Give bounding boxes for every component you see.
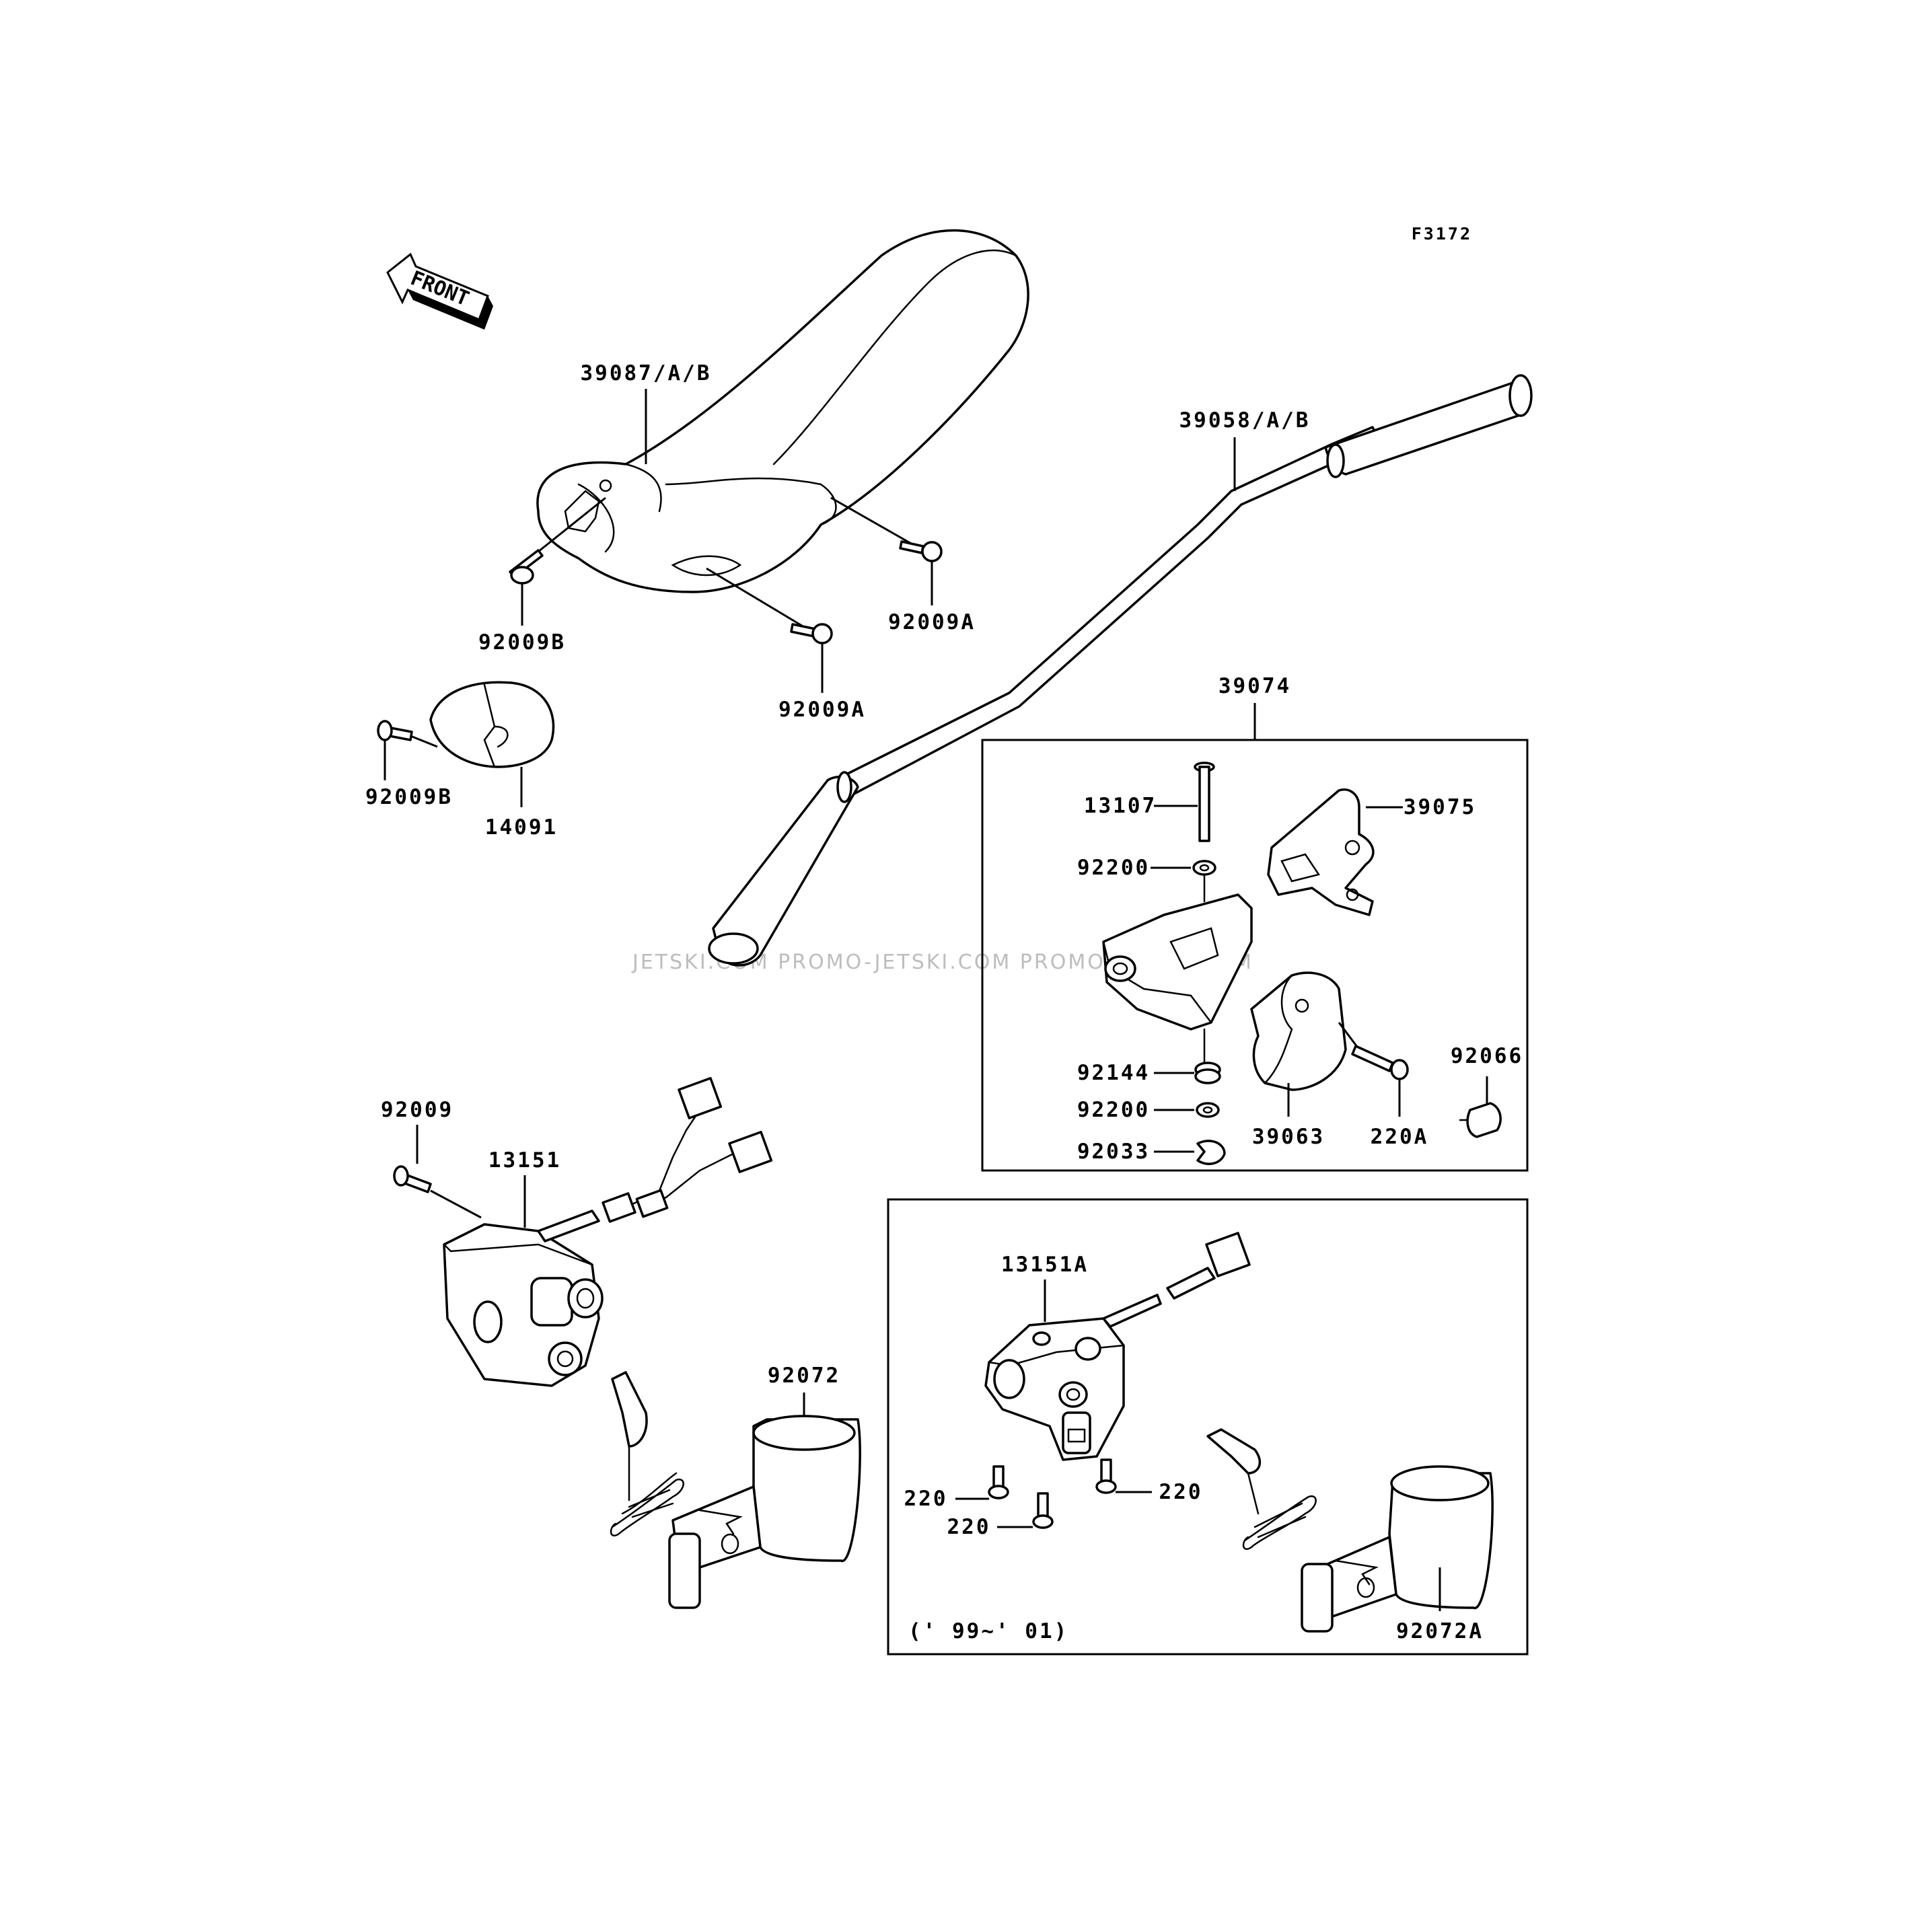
lanyard-92072A xyxy=(1206,1428,1494,1633)
label-92009A-right: 92009A xyxy=(888,610,976,634)
cap-92066 xyxy=(1459,1102,1502,1138)
label-92009A-bottom: 92009A xyxy=(778,698,866,722)
year-note: (' 99~' 01) xyxy=(908,1619,1068,1643)
screw-92009A-right xyxy=(830,496,943,562)
screw-92009B-top xyxy=(509,496,606,585)
label-92072A: 92072A xyxy=(1396,1619,1484,1643)
label-220-b: 220 xyxy=(947,1515,991,1539)
label-39074: 39074 xyxy=(1218,674,1291,698)
label-92144: 92144 xyxy=(1077,1061,1150,1085)
label-14091: 14091 xyxy=(485,815,558,840)
assembly-box-1999-2001 xyxy=(887,1198,1529,1656)
label-39058: 39058/A/B xyxy=(1179,408,1311,433)
screw-220-a xyxy=(988,1465,1009,1499)
screw-220-c xyxy=(1095,1458,1117,1494)
lever-bracket-39075 xyxy=(1267,788,1375,916)
screw-220A xyxy=(1338,1022,1409,1080)
lanyard-92072 xyxy=(610,1371,861,1609)
pin-13107 xyxy=(1194,761,1215,842)
washer-92200-bottom xyxy=(1196,1102,1220,1118)
washer-92200-top xyxy=(1192,860,1216,876)
handlebar-39058 xyxy=(708,374,1533,967)
label-92200-top: 92200 xyxy=(1077,856,1150,880)
screw-92009 xyxy=(393,1165,482,1219)
switch-13151 xyxy=(443,1077,773,1387)
label-13151: 13151 xyxy=(488,1148,561,1173)
handle-pad-39087 xyxy=(536,229,1029,593)
label-39063: 39063 xyxy=(1252,1125,1325,1149)
cover-39063 xyxy=(1250,971,1347,1091)
label-92072: 92072 xyxy=(768,1364,840,1388)
spring-92144 xyxy=(1194,1062,1221,1084)
switch-13151A xyxy=(984,1232,1251,1461)
label-92200-bottom: 92200 xyxy=(1077,1098,1150,1122)
throttle-housing xyxy=(1102,893,1253,1031)
figure-code: F3172 xyxy=(1412,224,1472,244)
label-39075: 39075 xyxy=(1404,795,1476,819)
label-13151A: 13151A xyxy=(1001,1253,1089,1277)
label-220-c: 220 xyxy=(1159,1480,1203,1504)
eclip-92033 xyxy=(1196,1140,1226,1165)
screw-220-b xyxy=(1032,1492,1054,1529)
label-220-a: 220 xyxy=(904,1487,948,1511)
label-13107: 13107 xyxy=(1084,794,1157,818)
label-92009B-top: 92009B xyxy=(478,630,566,655)
label-220A: 220A xyxy=(1371,1125,1429,1149)
label-92066: 92066 xyxy=(1451,1044,1523,1068)
front-direction-arrow-icon: FRONT xyxy=(386,252,493,330)
label-92033: 92033 xyxy=(1077,1140,1150,1164)
label-92009B-left: 92009B xyxy=(365,785,453,809)
screw-92009A-bottom xyxy=(706,567,833,644)
pad-piece-14091 xyxy=(377,681,555,768)
label-39087: 39087/A/B xyxy=(581,361,712,385)
label-92009: 92009 xyxy=(381,1098,453,1122)
